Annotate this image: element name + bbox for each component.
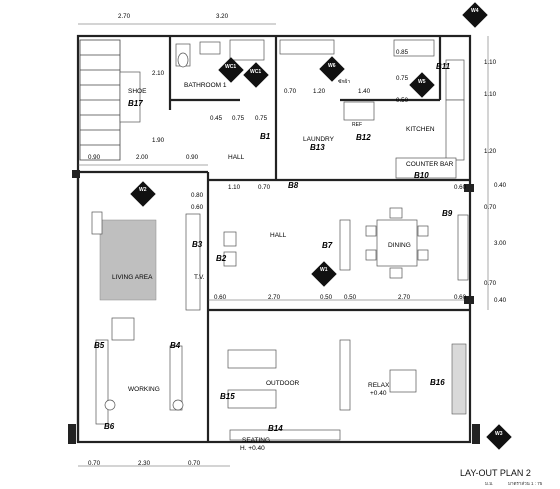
- exterior-columns: [68, 170, 480, 444]
- kitchen-fixtures: [279, 39, 465, 179]
- bathroom-fixtures: [175, 39, 265, 68]
- stairs: [79, 39, 121, 161]
- outdoor-furniture: [227, 339, 467, 441]
- dimension-lines: [78, 23, 489, 467]
- shoe-cabinet: [119, 71, 141, 123]
- living-furniture: [91, 211, 201, 341]
- working-furniture: [95, 339, 184, 425]
- exterior-walls: [76, 34, 472, 444]
- hall-chairs: [223, 231, 237, 267]
- dining-set: [339, 207, 469, 281]
